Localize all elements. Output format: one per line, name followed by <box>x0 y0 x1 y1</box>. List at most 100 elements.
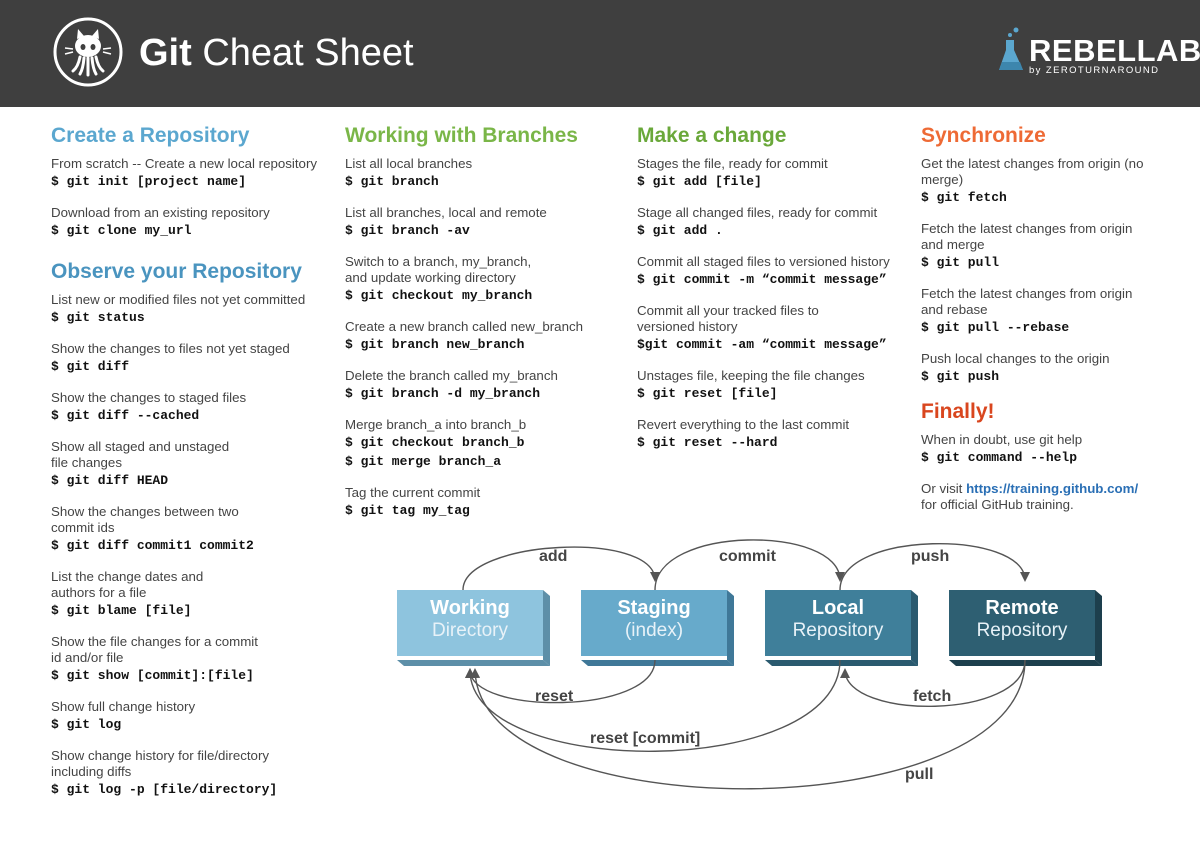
list-item: List all local branches $ git branch <box>345 156 625 191</box>
item-command: $ git fetch <box>921 190 1007 205</box>
item-command: $ git branch <box>345 174 439 189</box>
box-main-label: Working <box>430 597 510 619</box>
item-command: $ git log -p [file/directory] <box>51 782 278 797</box>
item-description: Delete the branch called my_branch <box>345 368 558 383</box>
list-item: Download from an existing repository $ g… <box>51 205 331 240</box>
label-reset-commit: reset [commit] <box>590 730 701 747</box>
item-command: $ git push <box>921 369 1000 384</box>
list-item: Get the latest changes from origin (no m… <box>921 156 1191 207</box>
item-command: $ git branch -d my_branch <box>345 386 541 401</box>
label-fetch: fetch <box>913 688 952 705</box>
item-command: $ git diff commit1 commit2 <box>51 538 254 553</box>
list-item: Revert everything to the last commit $ g… <box>637 417 907 452</box>
column-repository: Create a Repository From scratch -- Crea… <box>51 118 331 813</box>
list-item: From scratch -- Create a new local repos… <box>51 156 331 191</box>
item-command: $ git branch -av <box>345 223 470 238</box>
page-title: Git Cheat Sheet <box>139 32 414 74</box>
list-item: Show the changes to files not yet staged… <box>51 341 331 376</box>
item-description: Switch to a branch, my_branch, and updat… <box>345 254 532 285</box>
item-description: Merge branch_a into branch_b <box>345 417 527 432</box>
list-item: Create a new branch called new_branch $ … <box>345 319 625 354</box>
item-description: Tag the current commit <box>345 485 481 500</box>
item-command: $ git blame [file] <box>51 603 192 618</box>
column-synchronize: Synchronize Get the latest changes from … <box>921 118 1191 513</box>
section-title-create: Create a Repository <box>51 124 250 147</box>
section-title-change: Make a change <box>637 124 787 147</box>
list-item: When in doubt, use git help $ git comman… <box>921 432 1191 467</box>
item-description: Show the changes to staged files <box>51 390 247 405</box>
item-description: Show the changes to files not yet staged <box>51 341 290 356</box>
item-description: Commit all your tracked files to version… <box>637 303 819 334</box>
item-description: Show all staged and unstaged file change… <box>51 439 230 470</box>
label-push: push <box>911 548 950 565</box>
item-description: List new or modified files not yet commi… <box>51 292 306 307</box>
item-description: Fetch the latest changes from origin and… <box>921 221 1133 252</box>
visit-text: Or visit https://training.github.com/ fo… <box>921 481 1139 512</box>
box-sub-label: (index) <box>624 620 684 641</box>
item-command: $ git log <box>51 717 122 732</box>
item-description: Create a new branch called new_branch <box>345 319 584 334</box>
box-main-label: Local <box>811 597 865 619</box>
item-command: $ git init [project name] <box>51 174 247 189</box>
box-main-label: Staging <box>617 597 691 619</box>
github-octocat-icon <box>53 17 123 87</box>
item-description: List the change dates and authors for a … <box>51 569 204 600</box>
box-main-label: Remote <box>985 597 1059 619</box>
item-command: $ git checkout my_branch <box>345 288 533 303</box>
box-local-repository: Local Repository <box>765 590 911 656</box>
item-description: Commit all staged files to versioned his… <box>637 254 890 269</box>
item-description: When in doubt, use git help <box>921 432 1083 447</box>
item-command: $git commit -am “commit message” <box>637 337 887 352</box>
rebellabs-flask-icon <box>999 27 1023 70</box>
item-command: $ git diff --cached <box>51 408 200 423</box>
list-item: Fetch the latest changes from origin and… <box>921 286 1191 337</box>
item-command: $ git command --help <box>921 450 1078 465</box>
item-description: Push local changes to the origin <box>921 351 1110 366</box>
item-command-secondary: $ git merge branch_a <box>345 454 502 469</box>
item-command: $ git checkout branch_b <box>345 435 525 450</box>
item-command: $ git reset [file] <box>637 386 778 401</box>
item-description: Show the file changes for a commit id an… <box>51 634 258 665</box>
box-sub-label: Repository <box>792 620 884 641</box>
list-item: Merge branch_a into branch_b $ git check… <box>345 417 625 471</box>
list-item: Delete the branch called my_branch $ git… <box>345 368 625 403</box>
item-command: $ git status <box>51 310 145 325</box>
item-description: Revert everything to the last commit <box>637 417 850 432</box>
brand-name: REBELLABS <box>1029 33 1200 68</box>
item-command: $ git pull --rebase <box>921 320 1070 335</box>
label-pull: pull <box>905 766 934 783</box>
item-description: Fetch the latest changes from origin and… <box>921 286 1133 317</box>
item-command: $ git diff HEAD <box>51 473 169 488</box>
section-title-observe: Observe your Repository <box>51 260 302 283</box>
item-description: Get the latest changes from origin (no m… <box>921 156 1144 187</box>
column-branches: Working with Branches List all local bra… <box>345 118 625 534</box>
training-link[interactable]: https://training.github.com/ <box>966 481 1139 496</box>
item-description: Stages the file, ready for commit <box>637 156 828 171</box>
list-item: Commit all staged files to versioned his… <box>637 254 907 289</box>
item-command: $ git pull <box>921 255 1000 270</box>
box-working-directory: Working Directory <box>397 590 543 656</box>
item-description: From scratch -- Create a new local repos… <box>51 156 318 171</box>
item-description: Show full change history <box>51 699 196 714</box>
item-command: $ git branch new_branch <box>345 337 525 352</box>
list-item: Switch to a branch, my_branch, and updat… <box>345 254 625 305</box>
item-description: Show the changes between two commit ids <box>51 504 239 535</box>
item-command: $ git reset --hard <box>637 435 778 450</box>
label-commit: commit <box>719 548 776 565</box>
box-sub-label: Directory <box>431 620 508 641</box>
list-item: Unstages file, keeping the file changes … <box>637 368 907 403</box>
box-sub-label: Repository <box>976 620 1068 641</box>
column-make-change: Make a change Stages the file, ready for… <box>637 118 907 466</box>
item-command: $ git add . <box>637 223 723 238</box>
list-item: Fetch the latest changes from origin and… <box>921 221 1191 272</box>
list-item: List the change dates and authors for a … <box>51 569 331 620</box>
item-command: $ git diff <box>51 359 130 374</box>
header-bar: Git Cheat Sheet REBELLABS by ZEROTURNARO… <box>0 0 1200 107</box>
item-description: List all branches, local and remote <box>345 205 547 220</box>
list-item: Commit all your tracked files to version… <box>637 303 907 354</box>
brand-byline: by ZEROTURNAROUND <box>1029 65 1160 76</box>
list-item: Show the file changes for a commit id an… <box>51 634 331 685</box>
section-title-finally: Finally! <box>921 400 995 423</box>
section-title-branches: Working with Branches <box>345 124 578 147</box>
item-command: $ git tag my_tag <box>345 503 470 518</box>
